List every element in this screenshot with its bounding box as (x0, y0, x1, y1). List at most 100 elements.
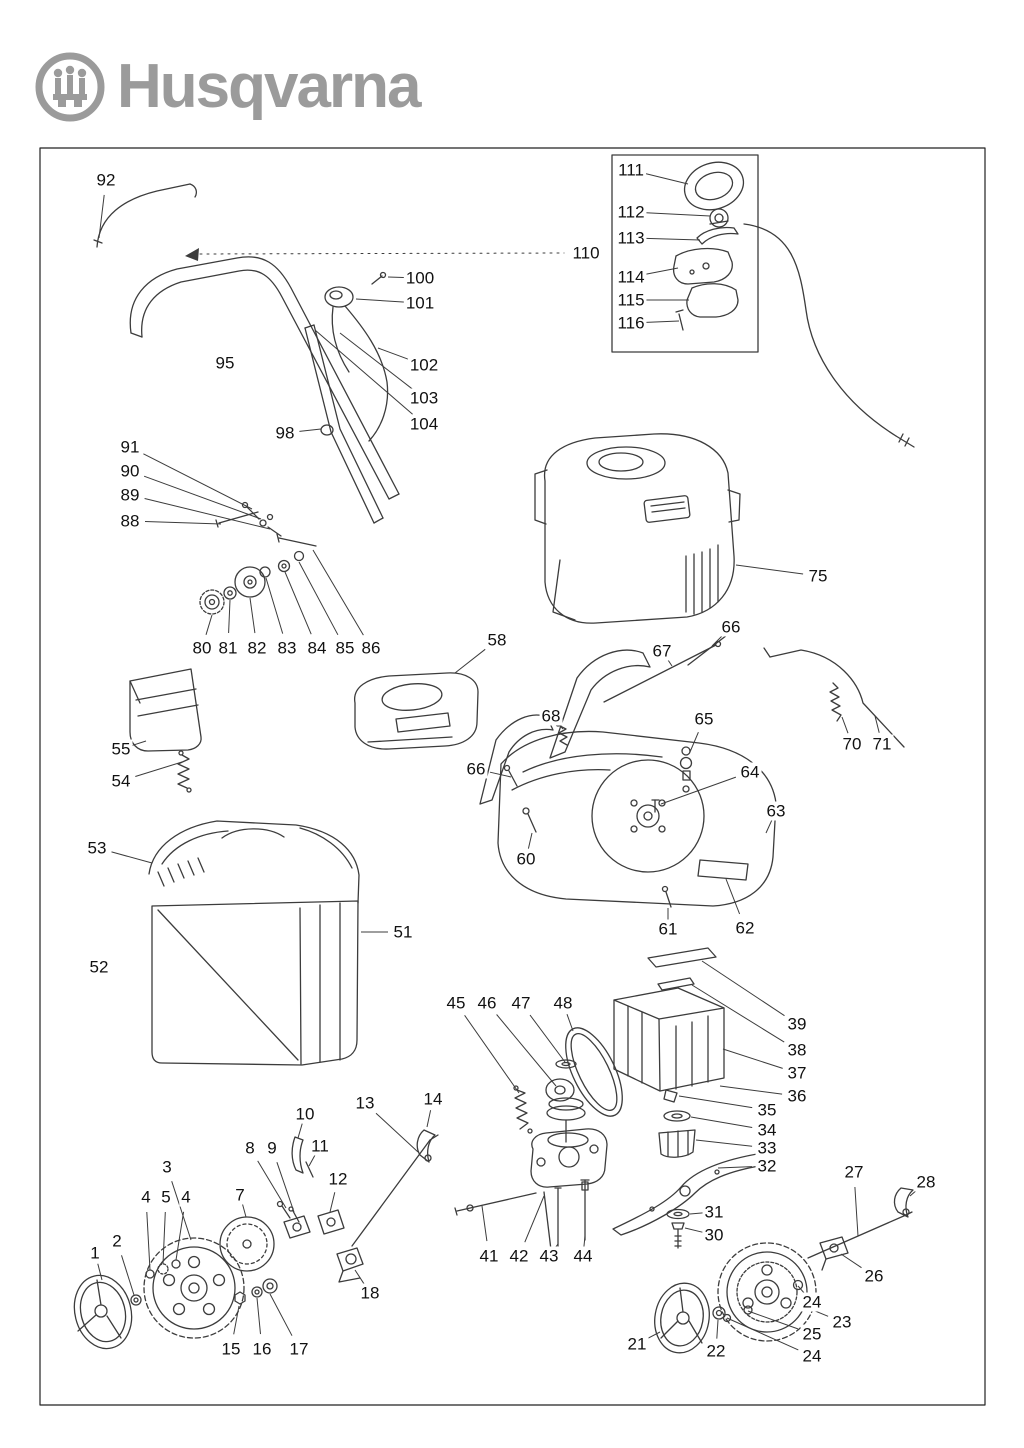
part-label-27: 27 (842, 1162, 866, 1182)
part-label-82: 82 (245, 638, 269, 658)
part-label-26: 26 (862, 1266, 886, 1286)
leader-line-18 (354, 1269, 365, 1285)
part-label-61: 61 (656, 919, 680, 939)
leader-line-113 (645, 237, 701, 241)
leader-line-21 (645, 1331, 661, 1340)
part-label-9: 9 (265, 1138, 279, 1158)
leader-line-88 (144, 521, 222, 525)
part-label-95: 95 (213, 353, 237, 373)
leader-line-33 (695, 1139, 753, 1147)
leader-line-36 (719, 1085, 783, 1095)
part-label-10: 10 (293, 1104, 317, 1124)
part-label-4b: 4 (179, 1187, 193, 1207)
husqvarna-crown-logo-icon (35, 52, 105, 122)
leader-line-11 (308, 1153, 317, 1167)
part-label-51: 51 (391, 922, 415, 942)
part-label-62: 62 (733, 918, 757, 938)
part-label-12: 12 (326, 1169, 350, 1189)
part-label-22: 22 (704, 1341, 728, 1361)
leader-line-13 (375, 1112, 419, 1153)
part-label-15: 15 (219, 1339, 243, 1359)
part-label-18: 18 (358, 1283, 382, 1303)
part-label-113: 113 (615, 228, 647, 248)
leader-line-54 (135, 761, 183, 777)
part-label-112: 112 (615, 202, 647, 222)
part-label-38: 38 (785, 1040, 809, 1060)
part-label-81: 81 (216, 638, 240, 658)
part-label-65: 65 (692, 709, 716, 729)
leader-line-2 (121, 1255, 135, 1296)
leader-line-66a (711, 634, 724, 647)
leader-line-66b (489, 771, 512, 778)
part-label-7: 7 (233, 1185, 247, 1205)
part-label-66a: 66 (719, 617, 743, 637)
part-label-53: 53 (85, 838, 109, 858)
part-label-98: 98 (273, 423, 297, 443)
part-label-23: 23 (830, 1312, 854, 1332)
leader-line-1 (97, 1263, 103, 1281)
part-label-91: 91 (118, 437, 142, 457)
leader-line-71 (874, 715, 880, 733)
part-label-8: 8 (243, 1138, 257, 1158)
throttle-control-101 (324, 271, 389, 442)
leader-line-60 (527, 832, 533, 849)
part-label-60: 60 (514, 849, 538, 869)
part-label-32: 32 (755, 1156, 779, 1176)
leader-line-37 (722, 1048, 783, 1069)
leader-line-35 (678, 1095, 753, 1109)
leader-line-53 (111, 851, 153, 864)
part-label-88: 88 (118, 511, 142, 531)
part-label-44: 44 (571, 1246, 595, 1266)
part-label-71: 71 (870, 734, 894, 754)
leader-line-3 (171, 1181, 192, 1241)
leader-line-12 (329, 1192, 336, 1213)
part-label-114: 114 (615, 267, 647, 287)
leader-line-41 (481, 1205, 488, 1242)
leader-line-112 (645, 212, 711, 217)
part-label-64: 64 (738, 762, 762, 782)
leader-line-103 (339, 332, 413, 390)
leader-line-91 (143, 453, 253, 510)
discharge-box-36-39 (613, 947, 725, 1092)
part-label-3: 3 (160, 1157, 174, 1177)
mower-deck-63 (497, 730, 777, 908)
leader-line-46 (496, 1014, 557, 1087)
leader-line-101 (355, 298, 406, 303)
leader-line-83 (265, 577, 284, 634)
control-panel-assembly-110-116 (611, 154, 915, 448)
part-label-58: 58 (485, 630, 509, 650)
handle-hardware-cluster-80-91 (199, 501, 317, 615)
leader-line-65 (689, 732, 699, 753)
leader-line-47 (529, 1014, 566, 1063)
leader-line-104 (314, 329, 413, 415)
leader-line-14 (426, 1110, 432, 1128)
part-label-42: 42 (507, 1246, 531, 1266)
brand-header: Husqvarna (33, 50, 421, 124)
leader-line-98 (299, 428, 322, 432)
part-label-39: 39 (785, 1014, 809, 1034)
engine-75 (534, 433, 741, 624)
leader-line-31 (689, 1212, 705, 1215)
rear-guard-54-55 (129, 668, 202, 793)
leader-line-84 (284, 571, 312, 635)
part-label-21: 21 (625, 1334, 649, 1354)
part-label-63: 63 (764, 801, 788, 821)
part-label-14: 14 (421, 1089, 445, 1109)
part-label-83: 83 (275, 638, 299, 658)
part-label-48: 48 (551, 993, 575, 1013)
leader-line-75 (735, 564, 804, 575)
leader-line-39 (701, 960, 785, 1017)
part-label-85: 85 (333, 638, 357, 658)
leader-line-17 (269, 1293, 293, 1336)
rear-wheel-assembly-21-28 (654, 1187, 914, 1354)
part-label-5: 5 (159, 1187, 173, 1207)
part-label-84: 84 (305, 638, 329, 658)
part-label-31: 31 (702, 1202, 726, 1222)
leader-line-102 (377, 347, 411, 361)
part-label-89: 89 (118, 485, 142, 505)
leader-line-80 (205, 614, 213, 635)
leader-line-32 (717, 1166, 753, 1169)
part-label-52: 52 (87, 957, 111, 977)
